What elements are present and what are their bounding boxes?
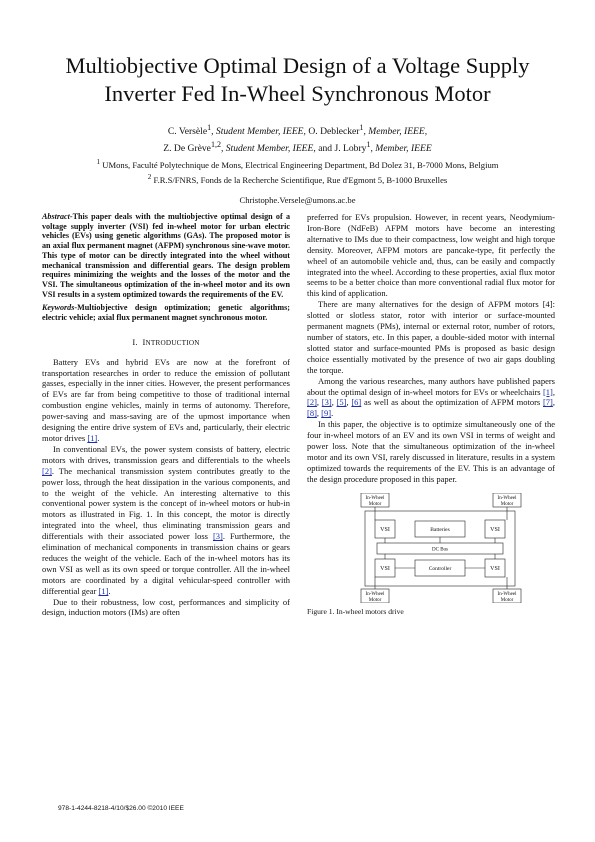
author-sup: 1,2 <box>210 140 221 150</box>
drive-diagram-svg: In-Wheel Motor In-Wheel Motor In-Wheel M… <box>360 492 522 603</box>
section-heading-introduction: I. INTRODUCTION <box>42 337 290 349</box>
keywords-label: Keywords <box>42 303 75 313</box>
abstract-label: Abstract <box>42 212 70 221</box>
title-line-1: Multiobjective Optimal Design of a Volta… <box>65 53 530 78</box>
keywords-text: -Multiobjective design optimization; gen… <box>42 303 290 323</box>
contact-email[interactable]: Christophe.Versele@umons.ac.be <box>239 195 356 205</box>
author-list: C. Versèle1, Student Member, IEEE, O. De… <box>40 121 555 155</box>
paragraph-text: , <box>346 397 352 408</box>
author-name: O. Deblecker <box>308 126 360 138</box>
paragraph-text: , <box>316 408 322 419</box>
citation-link[interactable]: [1] <box>98 585 109 596</box>
figure-1-diagram: In-Wheel Motor In-Wheel Motor In-Wheel M… <box>353 492 528 603</box>
affiliation-sup: 1 <box>96 158 101 166</box>
paragraph: Due to their robustness, low cost, perfo… <box>42 596 290 618</box>
paragraph-text: Among the various researches, many autho… <box>307 375 555 397</box>
citation-link[interactable]: [5] <box>336 397 347 408</box>
paragraph-text: In conventional EVs, the power system co… <box>42 443 290 465</box>
paragraph-text: . Furthermore, the elimination of mechan… <box>42 531 291 596</box>
motor-label-line2: Motor <box>501 598 514 603</box>
vsi-label: VSI <box>380 527 390 533</box>
affiliations: 1 UMons, Faculté Polytechnique de Mons, … <box>30 156 565 186</box>
keywords: Keywords-Multiobjective design optimizat… <box>42 303 290 322</box>
author-role: , Student Member, IEEE, <box>220 143 316 155</box>
author-name: Z. De Grève <box>163 143 211 155</box>
paragraph-text: . <box>331 408 334 419</box>
citation-link[interactable]: [1] <box>87 432 98 443</box>
paragraph: In this paper, the objective is to optim… <box>307 419 555 484</box>
dc-bus-label: DC Bus <box>432 547 448 552</box>
citation-link[interactable]: [7] <box>542 397 553 408</box>
citation-link[interactable]: [2] <box>307 397 317 408</box>
paragraph: preferred for EVs propulsion. However, i… <box>307 212 555 299</box>
affiliation-text: F.R.S/FNRS, Fonds de la Recherche Scient… <box>151 174 448 185</box>
title-line-2: Inverter Fed In-Wheel Synchronous Motor <box>104 81 491 106</box>
paragraph: There are many alternatives for the desi… <box>307 299 555 375</box>
motor-label-line1: In-Wheel <box>366 496 385 501</box>
citation-link[interactable]: [6] <box>351 397 362 408</box>
paragraph-text: . The mechanical transmission system con… <box>42 465 290 542</box>
affiliation-2: 2 F.R.S/FNRS, Fonds de la Recherche Scie… <box>30 171 565 186</box>
paragraph-text: . <box>108 585 111 596</box>
affiliation-sup: 2 <box>147 172 152 181</box>
drive-frame <box>364 510 516 586</box>
vsi-label: VSI <box>380 566 390 572</box>
motor-label-line1: In-Wheel <box>498 496 517 501</box>
paper-title: Multiobjective Optimal Design of a Volta… <box>30 52 565 108</box>
vsi-label: VSI <box>490 566 500 572</box>
affiliation-text: UMons, Faculté Polytechnique de Mons, El… <box>100 159 499 170</box>
author-role: , Member, IEEE <box>370 143 432 155</box>
paragraph-text: , <box>552 386 555 397</box>
citation-link[interactable]: [3] <box>212 531 223 542</box>
paragraph: In conventional EVs, the power system co… <box>42 444 290 597</box>
citation-link[interactable]: [2] <box>42 465 52 476</box>
paragraph-text: , <box>552 397 556 408</box>
paragraph: Battery EVs and hybrid EVs are now at th… <box>42 357 290 444</box>
motor-label-line1: In-Wheel <box>498 592 517 597</box>
paragraph-text: , <box>331 397 337 408</box>
controller-label: Controller <box>429 566 452 572</box>
section-numeral: I. <box>132 336 138 347</box>
batteries-label: Batteries <box>430 527 450 533</box>
author-line-2: Z. De Grève1,2, Student Member, IEEE, an… <box>40 138 555 155</box>
motor-label-line2: Motor <box>369 598 382 603</box>
affiliation-1: 1 UMons, Faculté Polytechnique de Mons, … <box>30 156 565 171</box>
paragraph-text: , <box>316 397 322 408</box>
figure-caption: Figure 1. In-wheel motors drive <box>307 606 404 616</box>
right-column: preferred for EVs propulsion. However, i… <box>307 212 555 618</box>
section-initial: I <box>142 336 146 347</box>
motor-label-line2: Motor <box>369 502 382 507</box>
abstract: Abstract-This paper deals with the multi… <box>42 212 290 299</box>
citation-link[interactable]: [1] <box>542 386 553 397</box>
motor-label-line2: Motor <box>501 502 514 507</box>
citation-link[interactable]: [3] <box>321 397 332 408</box>
author-name: and J. Lobry <box>318 143 367 155</box>
author-sup: 1 <box>359 123 364 132</box>
citation-link[interactable]: [8] <box>307 408 317 419</box>
page-footer: 978-1-4244-8218-4/10/$26.00 ©2010 IEEE <box>58 805 184 812</box>
author-sup: 1 <box>207 123 212 132</box>
author-sup: 1 <box>366 140 371 150</box>
paragraph-text: as well as about the optimization of AFP… <box>361 397 543 408</box>
vsi-label: VSI <box>490 527 500 533</box>
author-role: , Member, IEEE, <box>363 126 428 138</box>
paragraph-text: Battery EVs and hybrid EVs are now at th… <box>42 356 290 443</box>
author-role: , Student Member, IEEE, <box>211 126 306 138</box>
citation-link[interactable]: [9] <box>321 408 332 419</box>
motor-label-line1: In-Wheel <box>366 592 385 597</box>
author-line-1: C. Versèle1, Student Member, IEEE, O. De… <box>40 121 555 138</box>
left-column: Abstract-This paper deals with the multi… <box>42 212 290 618</box>
section-rest: NTRODUCTION <box>145 338 200 347</box>
abstract-text: -This paper deals with the multiobjectiv… <box>42 212 290 299</box>
paragraph-text: . <box>97 432 100 443</box>
paragraph: Among the various researches, many autho… <box>307 376 555 420</box>
author-name: C. Versèle <box>167 126 208 138</box>
